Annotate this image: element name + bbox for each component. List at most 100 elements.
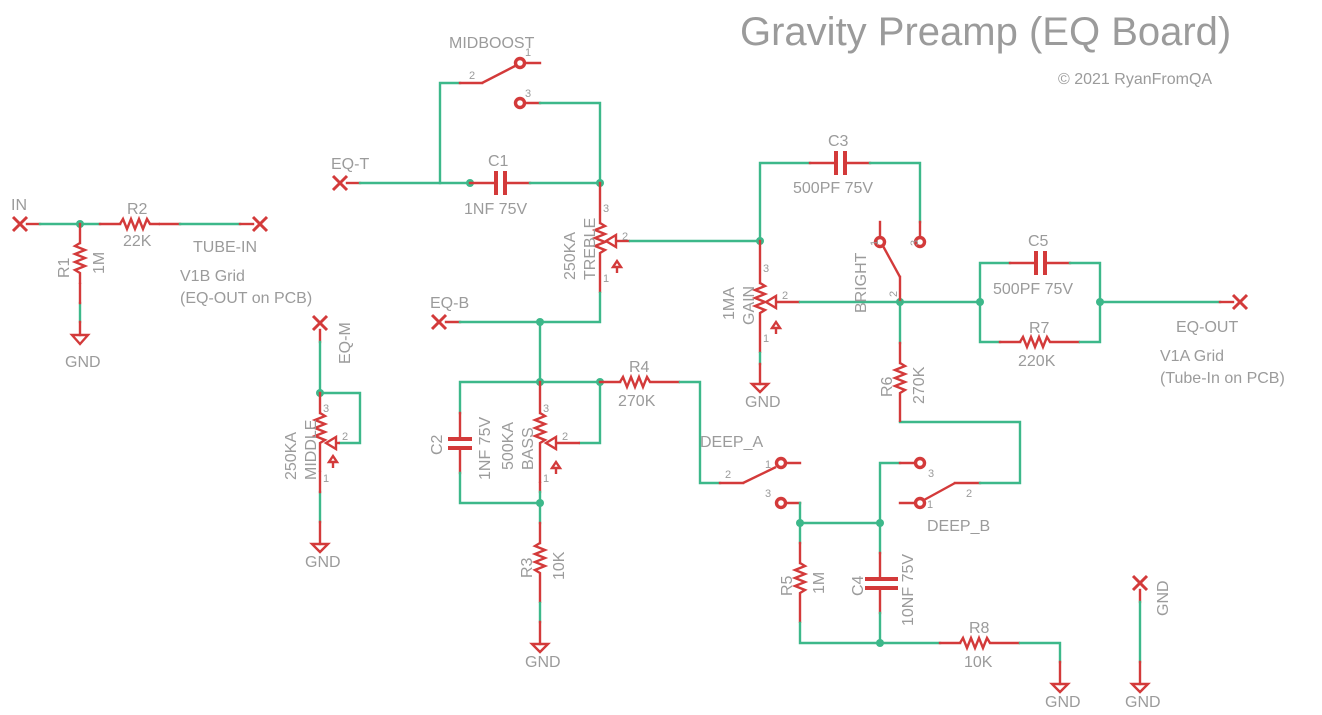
- ground-symbol: [309, 542, 331, 554]
- pot-treble[interactable]: [591, 221, 609, 293]
- svg-text:GND: GND: [1045, 694, 1081, 711]
- middle-section: EQ-M 3 2 1 250KA MIDDLE GND: [283, 314, 362, 571]
- svg-text:2: 2: [725, 469, 731, 481]
- copyright-note: © 2021 RyanFromQA: [1058, 71, 1212, 88]
- gnd-net-section: GND GND: [1125, 574, 1172, 711]
- svg-text:3: 3: [323, 403, 329, 415]
- svg-text:GND: GND: [745, 394, 781, 411]
- svg-text:GND: GND: [525, 654, 561, 671]
- r5-value: 1M: [811, 572, 828, 594]
- resistor-r1[interactable]: [71, 241, 89, 284]
- switch-bright-label: BRIGHT: [853, 252, 870, 313]
- svg-text:1: 1: [765, 459, 771, 471]
- r7-value: 220K: [1018, 353, 1056, 370]
- gnd-label: GND: [65, 354, 101, 371]
- switch-bright[interactable]: [873, 220, 927, 304]
- svg-text:1: 1: [763, 333, 769, 345]
- resistor-r5[interactable]: [791, 561, 809, 623]
- gain-section: C3 500PF 75V 3 2 1 1MA GAIN GND BRIGHT: [721, 133, 984, 422]
- net-tube-in-label: TUBE-IN: [193, 239, 257, 256]
- net-eq-out-label: EQ-OUT: [1176, 319, 1238, 336]
- svg-text:1: 1: [603, 273, 609, 285]
- resistor-r8[interactable]: [958, 634, 1020, 652]
- eq-out-note-1: V1A Grid: [1160, 348, 1224, 365]
- bass-section: EQ-B C2 1NF 75V 3 2 1 500KA BASS: [429, 295, 604, 671]
- pot-bass-value: 500KA: [500, 422, 517, 470]
- pot-gain[interactable]: [751, 281, 769, 353]
- svg-text:2: 2: [782, 290, 788, 302]
- svg-text:GND: GND: [1125, 694, 1161, 711]
- c2-name: C2: [429, 434, 446, 455]
- pot-bass[interactable]: [531, 411, 549, 483]
- c3-value: 500PF 75V: [793, 180, 873, 197]
- ground-symbol: [529, 642, 551, 654]
- svg-text:3: 3: [603, 203, 609, 215]
- capacitor-c3[interactable]: [834, 151, 838, 175]
- net-gnd-terminal[interactable]: [1131, 574, 1149, 592]
- svg-text:1: 1: [543, 473, 549, 485]
- c3-name: C3: [828, 133, 849, 150]
- net-eq-out-terminal[interactable]: [1231, 293, 1249, 311]
- input-section: IN R2 22K TUBE-IN V1B Grid (EQ-OUT on PC…: [11, 197, 312, 371]
- svg-text:3: 3: [543, 403, 549, 415]
- net-eq-b-label: EQ-B: [430, 295, 469, 312]
- net-in-label: IN: [11, 197, 27, 214]
- pot-bass-name: BASS: [520, 427, 537, 470]
- svg-text:3: 3: [909, 240, 921, 246]
- switch-midboost-label: MIDBOOST: [449, 35, 535, 52]
- capacitor-c1[interactable]: [494, 171, 498, 195]
- capacitor-c5[interactable]: [1034, 251, 1038, 275]
- pot-treble-name: TREBLE: [582, 218, 599, 280]
- resistor-r4[interactable]: [618, 373, 680, 391]
- pot-middle[interactable]: [311, 411, 329, 472]
- pot-gain-name: GAIN: [741, 286, 758, 325]
- c4-name: C4: [850, 575, 867, 596]
- c5-value: 500PF 75V: [993, 281, 1073, 298]
- net-eq-m-label: EQ-M: [337, 322, 354, 364]
- svg-text:3: 3: [763, 263, 769, 275]
- switch-deep-b[interactable]: [898, 456, 982, 510]
- tube-in-note-2: (EQ-OUT on PCB): [180, 290, 312, 307]
- resistor-r6[interactable]: [891, 361, 909, 422]
- svg-text:1: 1: [869, 240, 881, 246]
- resistor-r3[interactable]: [531, 541, 549, 603]
- net-tube-in-terminal[interactable]: [251, 215, 269, 233]
- svg-text:1: 1: [525, 47, 531, 59]
- ground-symbol: [69, 333, 91, 346]
- r6-value: 270K: [911, 366, 928, 404]
- r3-name: R3: [519, 557, 536, 578]
- svg-text:GND: GND: [305, 554, 341, 571]
- net-eq-m-terminal[interactable]: [311, 314, 329, 332]
- net-in-terminal[interactable]: [11, 215, 29, 233]
- capacitor-c2[interactable]: [448, 437, 472, 441]
- resistor-r2[interactable]: [118, 215, 160, 233]
- r8-name: R8: [969, 620, 990, 637]
- ground-symbol: [1049, 682, 1071, 694]
- net-eq-b-terminal[interactable]: [430, 313, 448, 331]
- pot-gain-value: 1MA: [721, 287, 738, 320]
- eq-out-note-2: (Tube-In on PCB): [1160, 370, 1285, 387]
- pot-middle-name: MIDDLE: [303, 420, 320, 480]
- deep-section: R4 270K DEEP_A 2 1 3 3 1 2: [598, 359, 1081, 711]
- ground-symbol: [749, 382, 771, 394]
- svg-text:1: 1: [323, 473, 329, 485]
- svg-text:3: 3: [525, 88, 531, 100]
- svg-text:2: 2: [622, 231, 628, 243]
- net-eq-t-terminal[interactable]: [331, 174, 349, 192]
- c2-value: 1NF 75V: [477, 417, 494, 480]
- r5-name: R5: [779, 575, 796, 596]
- r7-name: R7: [1029, 320, 1050, 337]
- c1-name: C1: [488, 153, 509, 170]
- r8-value: 10K: [964, 654, 993, 671]
- net-gnd-label: GND: [1155, 580, 1172, 616]
- switch-deep-a[interactable]: [718, 456, 802, 510]
- resistor-r7[interactable]: [1018, 333, 1080, 351]
- pot-treble-value: 250KA: [562, 232, 579, 280]
- switch-midboost[interactable]: [458, 56, 542, 110]
- r3-value: 10K: [551, 551, 568, 580]
- svg-text:3: 3: [765, 488, 771, 500]
- c4-value: 10NF 75V: [900, 554, 917, 626]
- capacitor-c4[interactable]: [865, 577, 898, 581]
- r6-name: R6: [879, 376, 896, 397]
